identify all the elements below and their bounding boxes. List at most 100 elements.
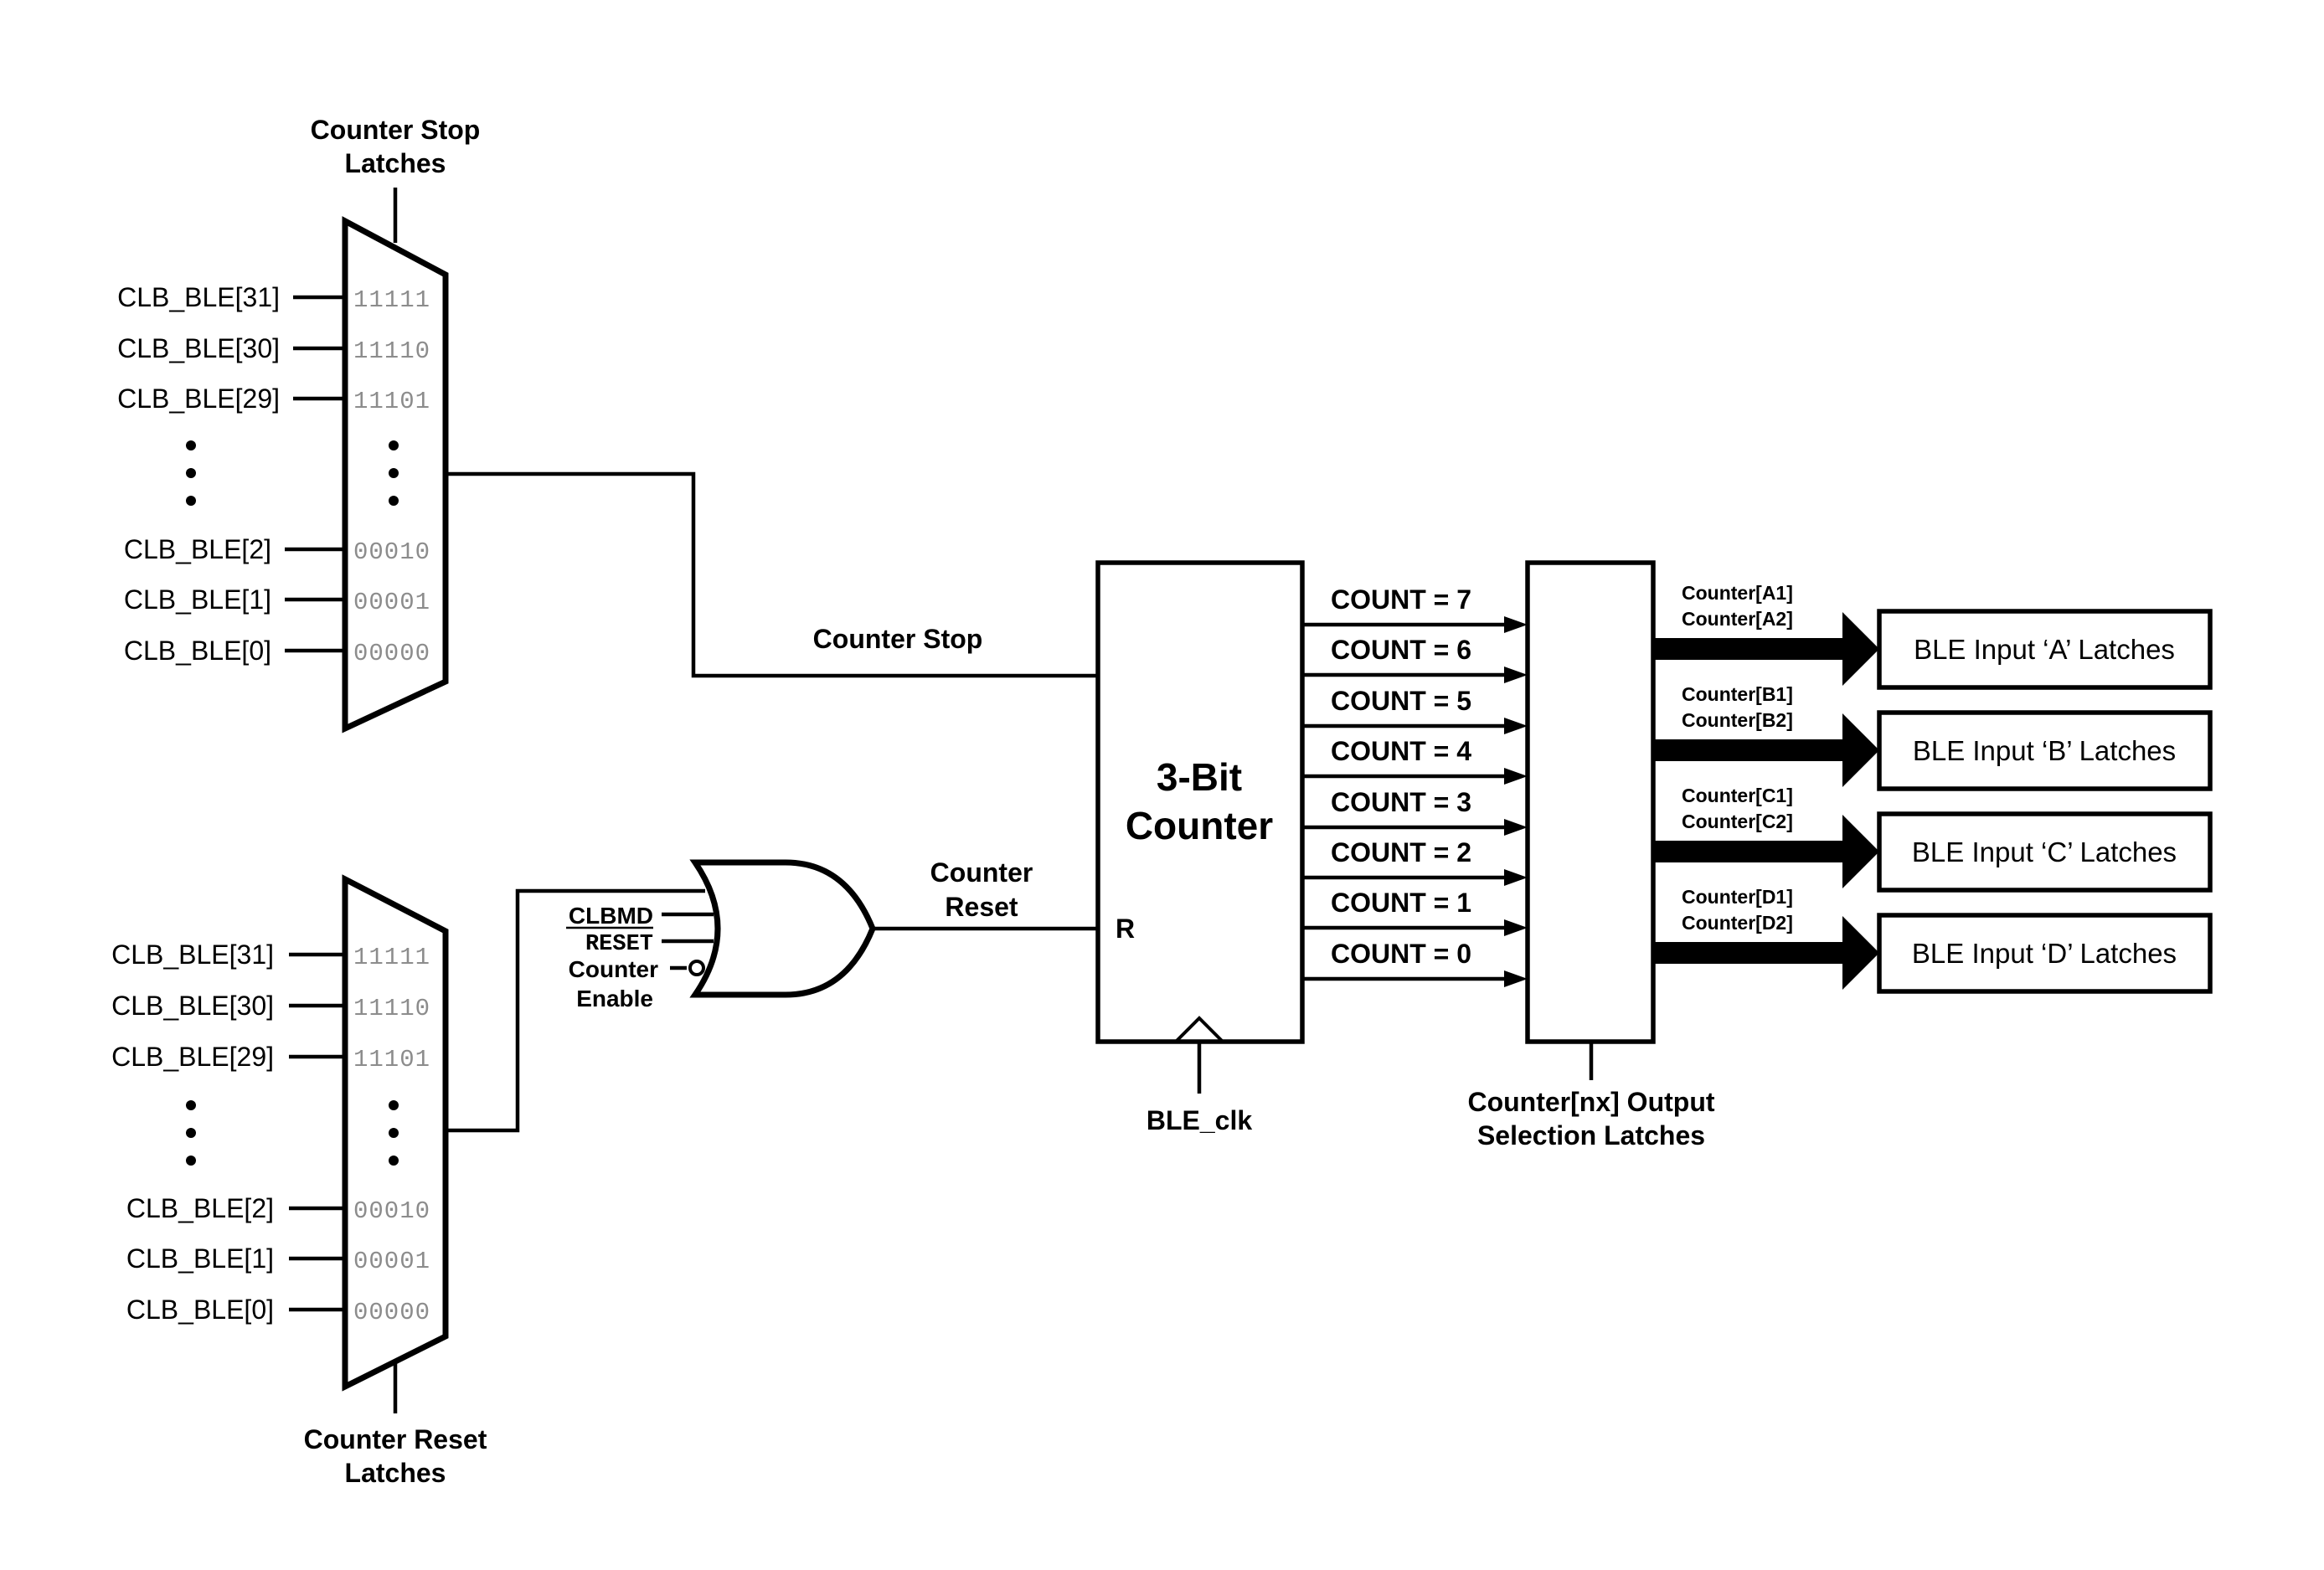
- three-bit-counter: 3-Bit Counter R BLE_clk: [1095, 560, 1305, 1135]
- reset-input-code: 00001: [353, 1248, 430, 1275]
- count-label: COUNT = 5: [1331, 686, 1471, 716]
- reset-mux-ellipsis: [186, 1100, 399, 1166]
- stop-mux-input-0: CLB_BLE[0] 00000: [124, 636, 430, 667]
- counter-stop-latches-title-line2: Latches: [345, 148, 446, 178]
- stop-mux-input-1: CLB_BLE[1] 00001: [124, 584, 430, 616]
- selection-title-line2: Selection Latches: [1477, 1120, 1705, 1150]
- stop-input-label: CLB_BLE[2]: [124, 534, 271, 564]
- reset-input-label: CLB_BLE[2]: [126, 1193, 274, 1223]
- selection-latches-body: [1525, 560, 1656, 1044]
- stop-input-label: CLB_BLE[0]: [124, 636, 271, 666]
- output-selection-latches: Counter[nx] Output Selection Latches: [1467, 560, 1715, 1150]
- count-line-3: COUNT = 3: [1302, 787, 1528, 836]
- counter-title-line2: Counter: [1126, 804, 1273, 847]
- output-signal-label: Counter[B1]: [1682, 683, 1793, 705]
- stop-input-label: CLB_BLE[30]: [117, 333, 280, 363]
- stop-input-code: 00010: [353, 538, 430, 566]
- reset-mux-input-31: CLB_BLE[31] 11111: [111, 939, 430, 971]
- count-label: COUNT = 1: [1331, 888, 1471, 918]
- reset-input-code: 11101: [353, 1046, 430, 1073]
- reset-input-code: 11111: [353, 944, 430, 971]
- ble-output-d: Counter[D1] Counter[D2] BLE Input ‘D’ La…: [1653, 886, 2213, 994]
- clock-triangle: [1174, 1016, 1224, 1043]
- reset-input-code: 00000: [353, 1299, 430, 1326]
- reset-mux-input-29: CLB_BLE[29] 11101: [111, 1042, 430, 1073]
- counter-reset-latches-title-line2: Latches: [345, 1458, 446, 1488]
- ble-latch-label: BLE Input ‘D’ Latches: [1912, 938, 2177, 969]
- count-line-5: COUNT = 5: [1302, 686, 1528, 734]
- count-line-1: COUNT = 1: [1302, 888, 1528, 936]
- counter-stop-label: Counter Stop: [813, 624, 983, 654]
- stop-input-code: 11111: [353, 286, 430, 314]
- output-signal-label: Counter[A2]: [1682, 608, 1793, 630]
- output-signal-label: Counter[C1]: [1682, 785, 1793, 806]
- stop-input-code: 11110: [353, 337, 430, 365]
- count-line-6: COUNT = 6: [1302, 635, 1528, 683]
- count-label: COUNT = 0: [1331, 939, 1471, 969]
- or-input-reset-label: RESET: [585, 932, 653, 957]
- counter-reset-mux: Counter Reset Latches CLB_BLE[31] 11111 …: [111, 874, 487, 1488]
- clock-label: BLE_clk: [1147, 1105, 1252, 1135]
- ble-latch-box: [1877, 609, 2213, 690]
- reset-input-code: 00010: [353, 1197, 430, 1225]
- count-label: COUNT = 2: [1331, 837, 1471, 867]
- stop-mux-input-31: CLB_BLE[31] 11111: [117, 282, 430, 314]
- counter-stop-latches-title-line1: Counter Stop: [311, 115, 481, 145]
- count-outputs: COUNT = 7 COUNT = 6 COUNT = 5 COUNT = 4 …: [1302, 584, 1528, 987]
- inverter-bubble: [688, 960, 705, 976]
- output-signal-label: Counter[C2]: [1682, 811, 1793, 832]
- stop-mux-input-29: CLB_BLE[29] 11101: [117, 383, 430, 415]
- counter-stop-mux: Counter Stop Latches CLB_BLE[31] 11111 C…: [117, 115, 481, 734]
- counter-reset-pin: R: [1116, 914, 1135, 944]
- stop-mux-input-30: CLB_BLE[30] 11110: [117, 333, 430, 365]
- reset-mux-input-0: CLB_BLE[0] 00000: [126, 1295, 430, 1326]
- stop-input-code: 00001: [353, 589, 430, 616]
- reset-input-label: CLB_BLE[31]: [111, 939, 274, 970]
- counter-title-line1: 3-Bit: [1157, 755, 1242, 799]
- or-input-clbmd-label: CLBMD: [569, 903, 653, 929]
- counter-reset-latches-title-line1: Counter Reset: [304, 1424, 487, 1454]
- reset-input-code: 11110: [353, 995, 430, 1022]
- reset-input-label: CLB_BLE[30]: [111, 991, 274, 1021]
- count-label: COUNT = 6: [1331, 635, 1471, 665]
- ble-output-a: Counter[A1] Counter[A2] BLE Input ‘A’ La…: [1653, 582, 2213, 690]
- or-gate: CLBMD RESET Counter Enable: [566, 859, 876, 1011]
- stop-mux-ellipsis: [186, 440, 399, 506]
- count-line-4: COUNT = 4: [1302, 736, 1528, 785]
- count-line-7: COUNT = 7: [1302, 584, 1528, 633]
- ble-latch-box: [1877, 710, 2213, 791]
- ble-latch-label: BLE Input ‘B’ Latches: [1913, 735, 2176, 766]
- reset-mux-input-1: CLB_BLE[1] 00001: [126, 1243, 430, 1275]
- reset-input-label: CLB_BLE[1]: [126, 1243, 274, 1274]
- count-line-2: COUNT = 2: [1302, 837, 1528, 886]
- count-line-0: COUNT = 0: [1302, 939, 1528, 987]
- or-gate-body: [689, 859, 876, 998]
- stop-input-label: CLB_BLE[31]: [117, 282, 280, 312]
- count-label: COUNT = 7: [1331, 584, 1471, 615]
- reset-input-label: CLB_BLE[0]: [126, 1295, 274, 1325]
- output-signal-label: Counter[B2]: [1682, 709, 1793, 731]
- reset-mux-to-or-wire: [446, 888, 705, 1133]
- stop-mux-input-2: CLB_BLE[2] 00010: [124, 534, 430, 566]
- or-input-enable-label: Enable: [576, 986, 653, 1011]
- or-input-counter-label: Counter: [569, 956, 658, 982]
- ble-latch-box: [1877, 913, 2213, 994]
- ble-latch-label: BLE Input ‘C’ Latches: [1912, 836, 2177, 867]
- output-signal-label: Counter[D2]: [1682, 912, 1793, 934]
- ble-output-c: Counter[C1] Counter[C2] BLE Input ‘C’ La…: [1653, 785, 2213, 893]
- ble-latch-label: BLE Input ‘A’ Latches: [1914, 634, 2175, 665]
- stop-input-code: 11101: [353, 388, 430, 415]
- stop-input-label: CLB_BLE[29]: [117, 383, 280, 414]
- counter-reset-label-line2: Reset: [945, 892, 1018, 922]
- reset-mux-input-30: CLB_BLE[30] 11110: [111, 991, 430, 1022]
- output-signal-label: Counter[A1]: [1682, 582, 1793, 604]
- output-signal-label: Counter[D1]: [1682, 886, 1793, 908]
- reset-input-label: CLB_BLE[29]: [111, 1042, 274, 1072]
- reset-mux-input-2: CLB_BLE[2] 00010: [126, 1193, 430, 1225]
- selection-title-line1: Counter[nx] Output: [1467, 1087, 1714, 1117]
- counter-stop-wire: [446, 471, 1098, 678]
- ble-output-b: Counter[B1] Counter[B2] BLE Input ‘B’ La…: [1653, 683, 2213, 791]
- counter-body: [1095, 560, 1305, 1044]
- ble-latch-box: [1877, 811, 2213, 893]
